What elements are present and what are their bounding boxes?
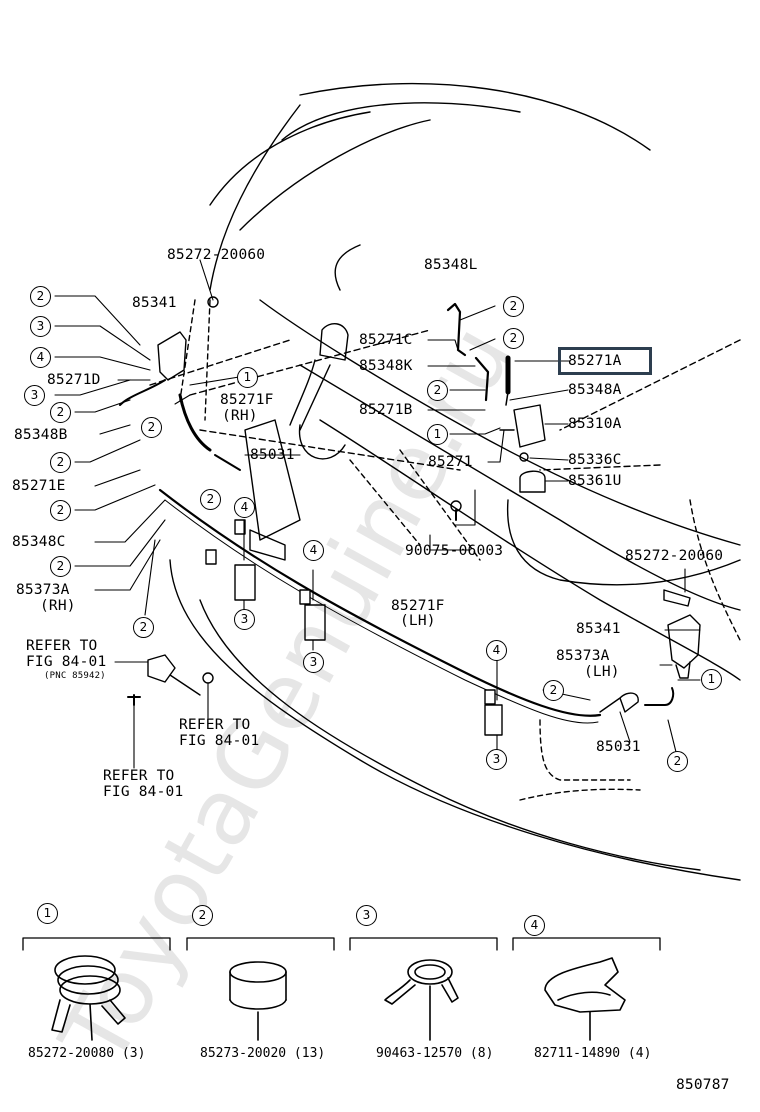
callout-3: 3 <box>486 749 507 770</box>
callout-2: 2 <box>30 286 51 307</box>
part-label-85341-right[interactable]: 85341 <box>576 621 621 637</box>
part-label-85341-left[interactable]: 85341 <box>132 295 177 311</box>
callout-2: 2 <box>667 751 688 772</box>
callout-3: 3 <box>303 652 324 673</box>
part-label-85271C[interactable]: 85271C <box>359 332 413 348</box>
legend-number-4: 4 <box>524 915 545 936</box>
legend-caption-1[interactable]: 85272-20080 (3) <box>28 1046 146 1061</box>
legend-number-3: 3 <box>356 905 377 926</box>
callout-4: 4 <box>234 497 255 518</box>
part-label-85361U[interactable]: 85361U <box>568 473 622 489</box>
callout-2: 2 <box>200 489 221 510</box>
callout-4: 4 <box>303 540 324 561</box>
legend-number-2: 2 <box>192 905 213 926</box>
part-label-85031-top[interactable]: 85031 <box>250 447 295 463</box>
figure-id: 850787 <box>676 1077 730 1093</box>
refer-note-1-line2[interactable]: FIG 84-01 <box>26 654 107 670</box>
part-label-90075-06003[interactable]: 90075-06003 <box>405 543 504 559</box>
callout-4: 4 <box>486 640 507 661</box>
refer-note-1-pnc: (PNC 85942) <box>44 671 106 681</box>
callout-2: 2 <box>133 617 154 638</box>
callout-2: 2 <box>141 417 162 438</box>
part-label-85272-20060-right[interactable]: 85272-20060 <box>625 548 724 564</box>
callout-2: 2 <box>503 296 524 317</box>
part-label-85272-20060-top[interactable]: 85272-20060 <box>167 247 266 263</box>
refer-note-3-line1: REFER TO <box>103 768 175 784</box>
part-label-85271E[interactable]: 85271E <box>12 478 66 494</box>
callout-2: 2 <box>427 380 448 401</box>
legend-number-1: 1 <box>37 903 58 924</box>
part-label-85271B[interactable]: 85271B <box>359 402 413 418</box>
part-label-85373A-left[interactable]: 85373A <box>16 582 70 598</box>
part-label-85348C[interactable]: 85348C <box>12 534 66 550</box>
part-label-85271F-rh[interactable]: 85271F <box>220 392 274 408</box>
callout-3: 3 <box>24 385 45 406</box>
part-label-85031-bottom[interactable]: 85031 <box>596 739 641 755</box>
part-label-rh-1: (RH) <box>222 408 258 424</box>
part-label-85271A[interactable]: 85271A <box>568 353 622 369</box>
callout-3: 3 <box>234 609 255 630</box>
part-label-85348B[interactable]: 85348B <box>14 427 68 443</box>
callout-2: 2 <box>503 328 524 349</box>
part-label-85348A[interactable]: 85348A <box>568 382 622 398</box>
part-label-rh-2: (RH) <box>40 598 76 614</box>
refer-note-3-line2[interactable]: FIG 84-01 <box>103 784 184 800</box>
legend-caption-2[interactable]: 85273-20020 (13) <box>200 1046 326 1061</box>
part-label-85310A[interactable]: 85310A <box>568 416 622 432</box>
callout-2: 2 <box>50 556 71 577</box>
callout-2: 2 <box>543 680 564 701</box>
callout-3: 3 <box>30 316 51 337</box>
part-label-85271F-lh[interactable]: 85271F <box>391 598 445 614</box>
legend-caption-4[interactable]: 82711-14890 (4) <box>534 1046 652 1061</box>
part-label-lh-1: (LH) <box>400 613 436 629</box>
callout-4: 4 <box>30 347 51 368</box>
part-label-85336C[interactable]: 85336C <box>568 452 622 468</box>
part-label-85348K[interactable]: 85348K <box>359 358 413 374</box>
part-label-lh-2: (LH) <box>584 664 620 680</box>
callout-1: 1 <box>427 424 448 445</box>
refer-note-2-line1: REFER TO <box>179 717 251 733</box>
callout-2: 2 <box>50 402 71 423</box>
refer-note-1-line1: REFER TO <box>26 638 98 654</box>
part-label-85373A-right[interactable]: 85373A <box>556 648 610 664</box>
part-label-85348L[interactable]: 85348L <box>424 257 478 273</box>
selected-part-highlight <box>558 347 652 375</box>
callout-2: 2 <box>50 452 71 473</box>
callout-2: 2 <box>50 500 71 521</box>
callout-1: 1 <box>237 367 258 388</box>
part-label-85271[interactable]: 85271 <box>428 454 473 470</box>
callout-1: 1 <box>701 669 722 690</box>
legend-caption-3[interactable]: 90463-12570 (8) <box>376 1046 494 1061</box>
refer-note-2-line2[interactable]: FIG 84-01 <box>179 733 260 749</box>
part-label-85271D[interactable]: 85271D <box>47 372 101 388</box>
